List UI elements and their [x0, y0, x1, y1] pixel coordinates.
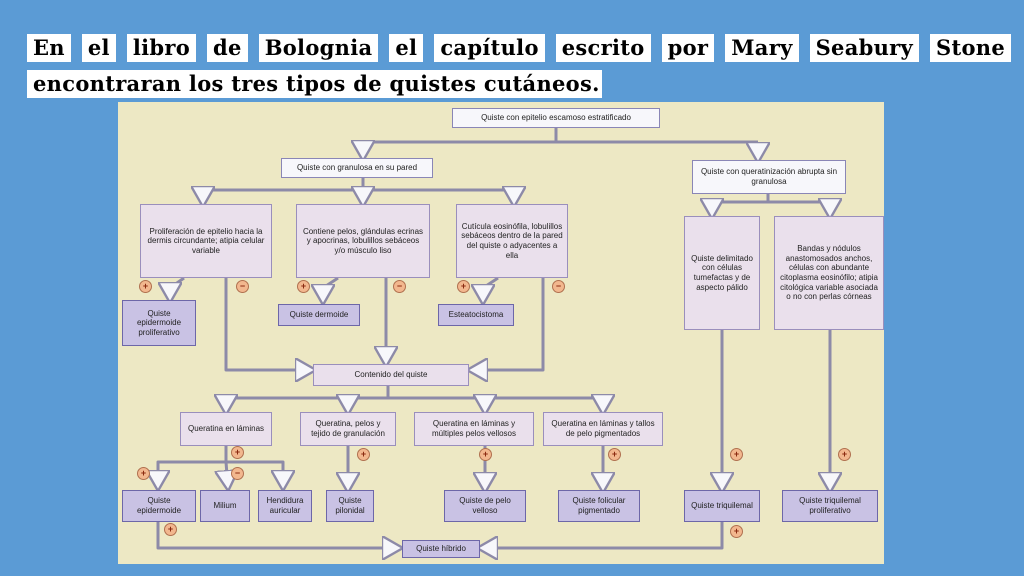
node-esteatocistoma: Esteatocistoma — [438, 304, 514, 326]
connector-lines — [118, 128, 884, 564]
node-contenido: Contenido del quiste — [313, 364, 469, 386]
plus-marker: + — [608, 448, 621, 461]
title-word: En — [27, 34, 71, 62]
plus-marker: + — [357, 448, 370, 461]
flowchart-image: Quiste con epitelio escamoso estratifica… — [118, 102, 884, 564]
plus-marker: + — [730, 448, 743, 461]
minus-marker: − — [236, 280, 249, 293]
title-word: por — [661, 34, 715, 62]
node-cuticula: Cutícula eosinófila, lobulillos sebáceos… — [456, 204, 568, 278]
node-epidermoide-proliferativo: Quiste epidermoide proliferativo — [122, 300, 196, 346]
node-proliferacion: Proliferación de epitelio hacia la dermi… — [140, 204, 272, 278]
node-root: Quiste con epitelio escamoso estratifica… — [452, 108, 660, 128]
node-delimitado: Quiste delimitado con células tumefactas… — [684, 216, 760, 330]
node-triquilemal-proliferativo: Quiste triquilemal proliferativo — [782, 490, 878, 522]
title-word: de — [207, 34, 248, 62]
title-word: Seabury — [809, 34, 920, 62]
title-line-1: En el libro de Bolognia el capítulo escr… — [27, 34, 1022, 62]
node-queratina-laminas: Queratina en láminas — [180, 412, 272, 446]
plus-marker: + — [730, 525, 743, 538]
title-word: capítulo — [434, 34, 545, 62]
node-queratinizacion: Quiste con queratinización abrupta sin g… — [692, 160, 846, 194]
plus-marker: + — [457, 280, 470, 293]
title-word: el — [81, 34, 116, 62]
title-word: Mary — [725, 34, 799, 62]
node-hibrido: Quiste híbrido — [402, 540, 480, 558]
node-dermoide: Quiste dermoide — [278, 304, 360, 326]
node-pilonidal: Quiste pilonidal — [326, 490, 374, 522]
title-word: Stone — [930, 34, 1012, 62]
node-pelo-velloso: Quiste de pelo velloso — [444, 490, 526, 522]
plus-marker: + — [297, 280, 310, 293]
title-word: escrito — [555, 34, 651, 62]
node-granulosa: Quiste con granulosa en su pared — [281, 158, 433, 178]
title-word: Bolognia — [258, 34, 379, 62]
node-queratina-vellosos: Queratina en láminas y múltiples pelos v… — [414, 412, 534, 446]
plus-marker: + — [838, 448, 851, 461]
node-epidermoide: Quiste epidermoide — [122, 490, 196, 522]
node-hendidura: Hendidura auricular — [258, 490, 312, 522]
title-word: el — [389, 34, 424, 62]
node-triquilemal: Quiste triquilemal — [684, 490, 760, 522]
minus-marker: − — [231, 467, 244, 480]
title-word: libro — [126, 34, 197, 62]
title-line-2: encontraran los tres tipos de quistes cu… — [27, 70, 602, 98]
node-queratina-tallos: Queratina en láminas y tallos de pelo pi… — [543, 412, 663, 446]
plus-marker: + — [479, 448, 492, 461]
plus-marker: + — [137, 467, 150, 480]
node-pelos: Contiene pelos, glándulas ecrinas y apoc… — [296, 204, 430, 278]
node-milium: Milium — [200, 490, 250, 522]
node-queratina-pelos-tejido: Queratina, pelos y tejido de granulación — [300, 412, 396, 446]
minus-marker: − — [393, 280, 406, 293]
plus-marker: + — [164, 523, 177, 536]
node-bandas: Bandas y nódulos anastomosados anchos, c… — [774, 216, 884, 330]
plus-marker: + — [139, 280, 152, 293]
minus-marker: − — [552, 280, 565, 293]
title-text: encontraran los tres tipos de quistes cu… — [27, 70, 602, 98]
plus-marker: + — [231, 446, 244, 459]
node-folicular: Quiste folicular pigmentado — [558, 490, 640, 522]
